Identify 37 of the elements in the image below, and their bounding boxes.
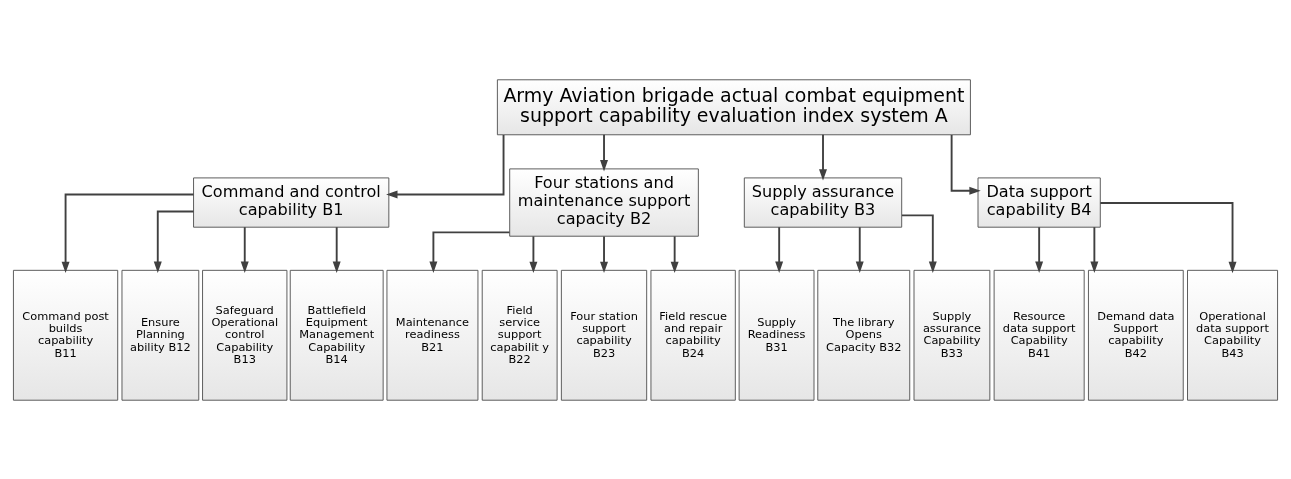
node-box: Four station support capability B23 bbox=[560, 269, 648, 401]
node-box: Supply assurance Capability B33 bbox=[913, 269, 991, 401]
arrow bbox=[819, 133, 827, 181]
node-box: Data support capability B4 bbox=[977, 176, 1101, 228]
node-box: Command and control capability B1 bbox=[193, 176, 390, 228]
arrow bbox=[855, 225, 864, 273]
node-box: Field service support capabilit y B22 bbox=[481, 269, 558, 401]
arrow bbox=[950, 133, 981, 195]
arrow bbox=[1099, 201, 1237, 273]
arrow bbox=[529, 234, 538, 273]
node-box: Operational data support Capability B43 bbox=[1187, 269, 1279, 401]
arrow bbox=[386, 133, 505, 198]
node-box: Command post builds capability B11 bbox=[12, 269, 119, 401]
node-box: The library Opens Capacity B32 bbox=[817, 269, 911, 401]
node-box: Supply assurance capability B3 bbox=[743, 176, 903, 228]
arrow bbox=[61, 193, 195, 273]
node-box: Maintenance readiness B21 bbox=[386, 269, 479, 401]
arrow bbox=[600, 234, 608, 273]
arrow bbox=[1035, 225, 1044, 273]
node-box: Four stations and maintenance support capacity B2 bbox=[509, 167, 699, 237]
node-box: Army Aviation brigade actual combat equipment support capability evaluation index system A bbox=[496, 78, 971, 135]
node-box: Field rescue and repair capability B24 bbox=[650, 269, 736, 401]
arrow bbox=[1090, 225, 1099, 273]
node-box: Safeguard Operational control Capability B13 bbox=[202, 269, 288, 401]
node-box: Battlefield Equipment Management Capability B14 bbox=[289, 269, 384, 401]
arrow bbox=[429, 230, 511, 273]
arrow bbox=[901, 213, 937, 273]
arrow bbox=[332, 225, 341, 273]
node-box: Supply Readiness B31 bbox=[738, 269, 815, 401]
arrow bbox=[670, 234, 679, 273]
arrow bbox=[600, 133, 608, 171]
arrow bbox=[775, 225, 784, 273]
node-box: Resource data support Capability B41 bbox=[993, 269, 1085, 401]
arrow bbox=[240, 225, 249, 273]
node-box: Demand data Support capability B42 bbox=[1087, 269, 1184, 401]
node-box: Ensure Planning ability B12 bbox=[121, 269, 200, 401]
arrow bbox=[153, 210, 195, 273]
